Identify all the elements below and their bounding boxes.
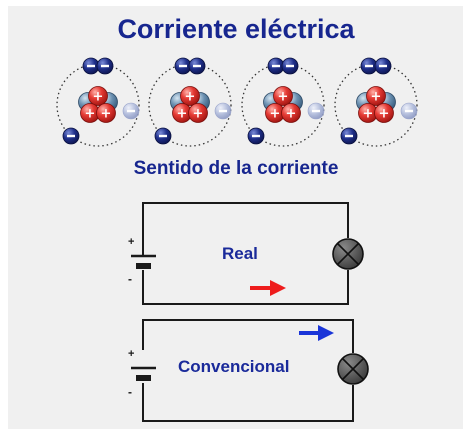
proton-icon xyxy=(180,86,200,106)
proton-sign: + xyxy=(193,107,204,122)
proton-sign: + xyxy=(270,107,281,122)
figure-background xyxy=(8,6,463,429)
proton-sign: + xyxy=(278,90,289,105)
electron-sign xyxy=(179,64,187,68)
proton-icon xyxy=(281,103,301,123)
page-title: Corriente eléctrica xyxy=(117,14,355,44)
current-arrow-conventional xyxy=(299,325,334,341)
proton-sign: + xyxy=(371,90,382,105)
electron-sign xyxy=(312,109,320,113)
battery-plus-sign: + xyxy=(128,236,134,248)
electron-sign xyxy=(127,109,135,113)
proton-icon xyxy=(374,103,394,123)
electron-sign xyxy=(219,109,227,113)
electron-sign xyxy=(379,64,387,68)
battery-minus-sign: - xyxy=(128,272,132,286)
proton-sign: + xyxy=(379,107,390,122)
circuit-label-conventional: Convencional xyxy=(178,357,290,376)
proton-sign: + xyxy=(101,107,112,122)
electron-sign xyxy=(159,134,167,138)
circuit-real: + - xyxy=(128,202,364,305)
proton-sign: + xyxy=(93,90,104,105)
electron-sign xyxy=(193,64,201,68)
battery-plus-sign: + xyxy=(128,348,134,360)
atom-icon: + + + xyxy=(334,57,418,147)
electron-sign xyxy=(272,64,280,68)
orbit-ring xyxy=(148,63,232,147)
electron-sign xyxy=(101,64,109,68)
battery-minus-sign: - xyxy=(128,385,132,399)
orbit-ring xyxy=(56,63,140,147)
proton-icon xyxy=(96,103,116,123)
circuit-conv-wire-bottom xyxy=(142,383,354,422)
electron-sign xyxy=(405,109,413,113)
electron-sign xyxy=(286,64,294,68)
atom-icon: + + + xyxy=(241,57,325,147)
proton-sign: + xyxy=(286,107,297,122)
proton-sign: + xyxy=(85,107,96,122)
circuit-label-real: Real xyxy=(222,244,258,263)
atoms-row: + + + + + + + + + + + + xyxy=(56,57,418,147)
lamp-icon xyxy=(332,238,364,270)
proton-icon xyxy=(273,86,293,106)
orbit-ring xyxy=(241,63,325,147)
proton-icon xyxy=(188,103,208,123)
proton-sign: + xyxy=(363,107,374,122)
proton-sign: + xyxy=(185,90,196,105)
section-subtitle: Sentido de la corriente xyxy=(133,158,339,179)
orbit-ring xyxy=(334,63,418,147)
electron-sign xyxy=(365,64,373,68)
circuit-conv-wire xyxy=(142,319,354,353)
electron-sign xyxy=(345,134,353,138)
electron-sign xyxy=(252,134,260,138)
circuit-real-wire xyxy=(142,202,349,255)
circuit-real-wire-bottom xyxy=(142,270,349,305)
current-arrow-real xyxy=(250,280,286,296)
atom-icon: + + + xyxy=(56,57,140,147)
atom-icon: + + + xyxy=(148,57,232,147)
electron-sign xyxy=(87,64,95,68)
circuit-conventional: + - xyxy=(128,319,369,422)
proton-icon xyxy=(88,86,108,106)
lamp-icon xyxy=(337,353,369,385)
proton-sign: + xyxy=(177,107,188,122)
proton-icon xyxy=(366,86,386,106)
electron-sign xyxy=(67,134,75,138)
